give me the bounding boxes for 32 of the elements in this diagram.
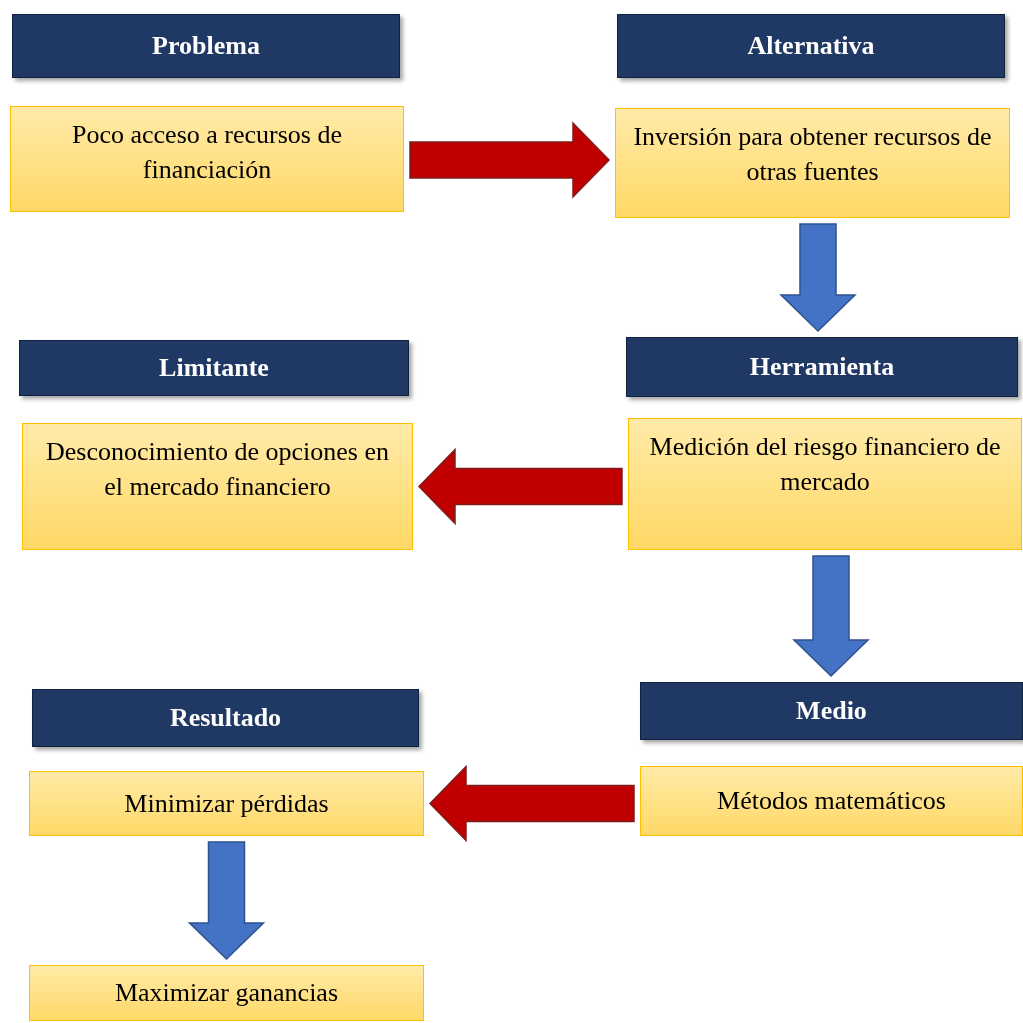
block-arrow (187, 841, 266, 961)
content-box (615, 108, 1010, 218)
block-arrow (409, 121, 611, 199)
block-arrow (792, 555, 870, 678)
header-title: Resultado (169, 703, 282, 733)
box-text: Minimizar pérdidas (124, 787, 329, 820)
header-title: Problema (152, 31, 260, 61)
content-box (628, 418, 1022, 550)
header-title: Limitante (159, 353, 269, 383)
header-bar (617, 14, 1005, 78)
header-bar (626, 337, 1018, 397)
block-arrow (428, 764, 635, 843)
block-arrow (779, 223, 857, 333)
content-box (29, 965, 424, 1021)
box-text: Desconocimiento de opciones en el mercado financiero (45, 436, 390, 504)
box-text: Maximizar ganancias (114, 977, 339, 1010)
content-box (640, 766, 1023, 836)
header-bar (12, 14, 400, 78)
header-title: Alternativa (747, 31, 875, 61)
box-text: Métodos matemáticos (717, 785, 946, 818)
header-title: Medio (796, 696, 867, 726)
content-box (10, 106, 404, 212)
box-text: Inversión para obtener recursos de otras fuentes (632, 121, 993, 189)
content-box (29, 771, 424, 836)
header-bar (32, 689, 419, 747)
box-text: Medición del riesgo financiero de mercado (648, 431, 1002, 499)
box-text: Poco acceso a recursos de financiación (71, 119, 343, 187)
header-bar (19, 340, 409, 396)
content-box (22, 423, 413, 550)
header-title: Herramienta (749, 352, 895, 382)
block-arrow (417, 447, 623, 526)
header-bar (640, 682, 1023, 740)
